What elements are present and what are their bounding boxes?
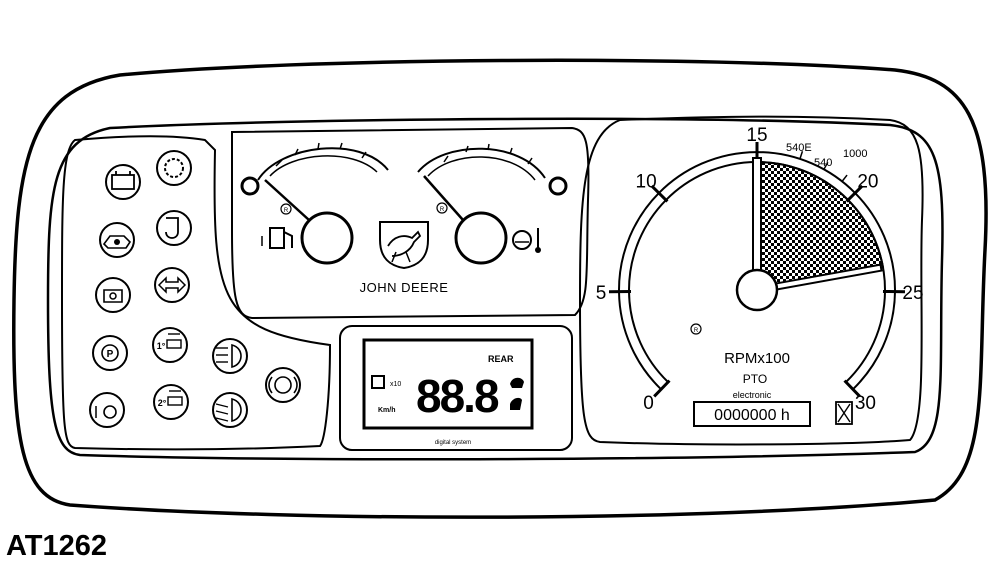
electronic-label: electronic <box>733 390 772 400</box>
pto-mark-540e: 540E <box>786 142 812 154</box>
tick-label-30: 30 <box>855 393 876 414</box>
display-caption: digital system <box>435 440 471 446</box>
parking-brake-icon: P <box>92 335 128 371</box>
tick-label-5: 5 <box>596 283 607 304</box>
svg-text:R: R <box>440 207 445 213</box>
digital-display <box>339 325 573 451</box>
tachometer: 0 5 10 15 20 25 30 <box>596 125 924 414</box>
cluster-bezel <box>46 117 944 461</box>
speed-unit-label: Km/h <box>378 407 396 414</box>
pto-label: PTO <box>743 372 767 386</box>
svg-text:2°: 2° <box>158 398 167 408</box>
pto-mark-540: 540 <box>814 157 832 169</box>
hour-meter-value: 0000000 h <box>714 407 790 424</box>
tach-tick-10 <box>650 184 669 203</box>
tach-tick-30 <box>843 379 861 398</box>
john-deere-logo <box>379 221 429 270</box>
air-filter-warning-icon <box>156 150 192 186</box>
needle-hub <box>735 268 779 312</box>
tick-label-10: 10 <box>636 171 657 192</box>
tach-needle <box>752 157 762 275</box>
svg-text:1°: 1° <box>157 341 166 351</box>
temperature-gauge: R <box>417 143 568 265</box>
brand-label: JOHN DEERE <box>360 280 449 295</box>
x10-label: x10 <box>390 381 401 388</box>
tick-label-20: 20 <box>857 171 878 192</box>
first-trailer-indicator-icon: 1° <box>152 327 188 363</box>
fuel-pump-icon <box>261 227 293 249</box>
hydraulic-warning-icon <box>95 277 131 313</box>
engine-icon <box>371 375 385 389</box>
pto-tick-1 <box>823 161 829 170</box>
svg-text:R: R <box>284 208 289 214</box>
tach-marker-circle <box>690 323 702 335</box>
figure-id: AT1262 <box>6 530 108 562</box>
tach-marker: R <box>694 328 699 334</box>
coolant-temperature-icon <box>512 228 541 253</box>
high-beam-icon <box>212 338 248 374</box>
tick-label-0: 0 <box>643 393 654 414</box>
brake-warning-icon <box>265 367 301 403</box>
warning-lights-panel <box>60 135 332 451</box>
turn-signal-icon <box>154 267 190 303</box>
pto-mark-1000: 1000 <box>843 148 867 160</box>
rear-label: REAR <box>488 354 514 364</box>
fuel-gauge: R <box>240 142 389 265</box>
tortoise-icon <box>510 397 522 410</box>
battery-warning-icon <box>105 164 141 200</box>
tach-tick-20 <box>845 184 864 203</box>
rpm-label: RPMx100 <box>724 350 790 367</box>
gauges-panel <box>231 126 590 320</box>
hare-icon <box>510 377 524 388</box>
hour-meter-box <box>693 401 811 427</box>
tachometer-panel <box>578 115 924 446</box>
cluster-housing <box>12 58 988 519</box>
pto-tick-2 <box>841 174 848 182</box>
transmission-oil-icon <box>156 210 192 246</box>
tach-tick-0 <box>653 379 671 398</box>
tick-label-25: 25 <box>902 283 923 304</box>
second-trailer-indicator-icon: 2° <box>153 384 189 420</box>
hourglass-icon <box>835 401 853 425</box>
svg-text:P: P <box>107 349 114 360</box>
engine-oil-pressure-icon <box>99 222 135 258</box>
low-beam-icon <box>212 392 248 428</box>
pto-tick-0 <box>799 151 804 160</box>
display-digits: 88.8 <box>416 370 499 422</box>
tick-label-15: 15 <box>746 125 767 146</box>
engine-heater-icon <box>89 392 125 428</box>
